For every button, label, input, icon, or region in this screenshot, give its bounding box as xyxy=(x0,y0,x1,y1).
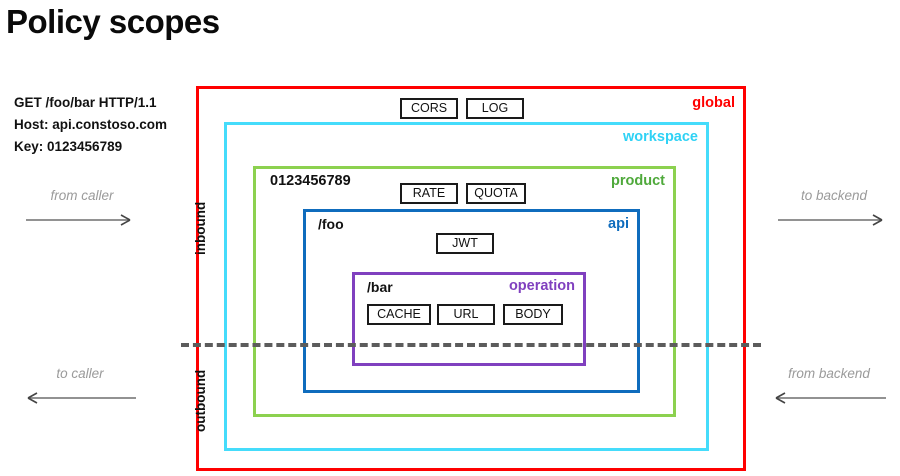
flow-from-backend: from backend xyxy=(768,366,890,412)
request-line-key: Key: 0123456789 xyxy=(14,139,123,154)
flow-from-caller-label: from caller xyxy=(50,188,114,203)
arrow-left-icon xyxy=(27,392,136,404)
policy-chip-cors[interactable]: CORS xyxy=(400,98,458,119)
direction-label-inbound: inbound xyxy=(193,201,208,255)
flow-to-caller: to caller xyxy=(20,366,140,412)
arrow-right-icon xyxy=(26,214,131,226)
flow-to-backend-label: to backend xyxy=(800,188,868,203)
scope-box-workspace[interactable]: workspace xyxy=(224,122,709,451)
flow-to-caller-label: to caller xyxy=(56,366,104,381)
policy-chip-body[interactable]: BODY xyxy=(503,304,563,325)
operation-path: /bar xyxy=(367,279,393,295)
page-title: Policy scopes xyxy=(6,3,220,40)
policy-chip-url[interactable]: URL xyxy=(437,304,495,325)
scope-box-product[interactable]: product 0123456789 xyxy=(253,166,676,417)
policy-chip-log[interactable]: LOG xyxy=(466,98,524,119)
scope-label-global: global xyxy=(692,95,735,111)
scope-label-workspace: workspace xyxy=(623,129,698,145)
scope-box-operation[interactable]: operation /bar xyxy=(352,272,586,366)
flow-from-caller: from caller xyxy=(26,188,138,234)
api-path: /foo xyxy=(318,216,344,232)
scope-label-product: product xyxy=(611,173,665,189)
arrow-right-icon xyxy=(778,214,883,226)
policy-chip-cache[interactable]: CACHE xyxy=(367,304,431,325)
policy-chip-jwt[interactable]: JWT xyxy=(436,233,494,254)
direction-label-outbound: outbound xyxy=(193,369,208,432)
request-sample: GET /foo/bar HTTP/1.1 Host: api.constoso… xyxy=(14,92,167,158)
scope-box-api[interactable]: api /foo xyxy=(303,209,640,393)
request-line-host: Host: api.constoso.com xyxy=(14,117,168,132)
scope-label-api: api xyxy=(608,216,629,232)
arrow-left-icon xyxy=(775,392,886,404)
policy-chip-quota[interactable]: QUOTA xyxy=(466,183,526,204)
flow-to-backend: to backend xyxy=(778,188,890,234)
flow-from-backend-label: from backend xyxy=(788,366,870,381)
scope-box-global[interactable]: global xyxy=(196,86,746,471)
request-line-method: GET /foo/bar HTTP/1.1 xyxy=(14,95,157,110)
scope-label-operation: operation xyxy=(508,278,575,294)
inbound-outbound-divider xyxy=(181,343,761,347)
policy-chip-rate[interactable]: RATE xyxy=(400,183,458,204)
product-subscription-key: 0123456789 xyxy=(270,173,351,189)
